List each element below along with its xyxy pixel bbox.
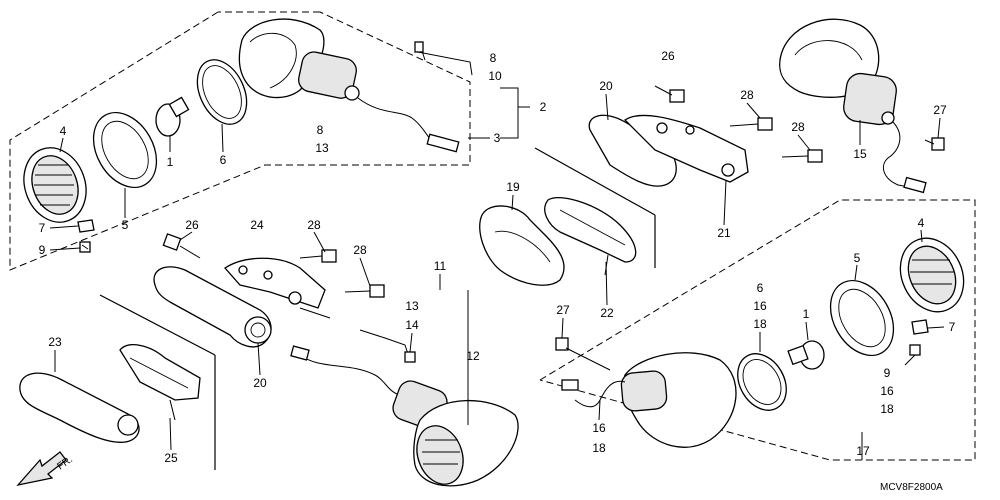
- label-5: 5: [122, 218, 129, 232]
- lens-4-left: [23, 147, 87, 223]
- label-6: 6: [220, 153, 227, 167]
- label-22: 22: [600, 306, 614, 320]
- lower-right-turn-signal: [555, 237, 965, 448]
- label-13: 13: [315, 141, 329, 155]
- label-6: 6: [757, 281, 764, 295]
- housing-8-13-left: [238, 18, 460, 153]
- label-7: 7: [949, 320, 956, 334]
- bulb-1-left: [155, 96, 190, 137]
- label-16: 16: [880, 384, 894, 398]
- label-23: 23: [48, 335, 62, 349]
- label-3: 3: [494, 131, 501, 145]
- label-28: 28: [307, 218, 321, 232]
- upper-right-stay: [588, 85, 823, 187]
- gasket-6-left: [196, 59, 248, 125]
- screw-7-9-left: [77, 219, 95, 253]
- label-18: 18: [880, 402, 894, 416]
- label-21: 21: [717, 226, 731, 240]
- label-8: 8: [317, 123, 324, 137]
- rim-5-left: [92, 111, 158, 189]
- label-15: 15: [853, 147, 867, 161]
- label-12: 12: [466, 349, 480, 363]
- part-labels: 4 5 1 6 7 9 8 10 8 13 2 3 26 24 28 28 20…: [39, 49, 956, 493]
- label-11: 11: [434, 259, 447, 273]
- lower-left-stay: [19, 233, 385, 443]
- label-17: 17: [856, 444, 870, 458]
- diagram-code: MCV8F2800A: [880, 482, 943, 493]
- label-26: 26: [661, 49, 675, 63]
- leader-lines: [49, 93, 945, 451]
- label-2: 2: [540, 100, 547, 114]
- label-28: 28: [791, 120, 805, 134]
- label-18: 18: [753, 317, 767, 331]
- label-13: 13: [405, 299, 419, 313]
- label-18: 18: [592, 441, 606, 455]
- label-27: 27: [933, 103, 947, 117]
- group-outlines: [9, 11, 976, 470]
- label-26: 26: [185, 218, 199, 232]
- lower-middle-turn-signal: [290, 290, 519, 487]
- label-20: 20: [253, 376, 267, 390]
- label-4: 4: [60, 124, 67, 138]
- label-27: 27: [556, 303, 570, 317]
- label-14: 14: [405, 318, 419, 332]
- label-20: 20: [599, 79, 613, 93]
- label-16: 16: [592, 421, 606, 435]
- middle-brackets: [479, 196, 637, 286]
- label-8: 8: [490, 51, 497, 65]
- label-4: 4: [918, 216, 925, 230]
- front-direction-arrow: FR.: [16, 451, 75, 487]
- label-24: 24: [250, 218, 264, 232]
- label-1: 1: [803, 307, 810, 321]
- label-28: 28: [353, 243, 367, 257]
- label-9: 9: [39, 243, 46, 257]
- label-19: 19: [506, 180, 520, 194]
- label-7: 7: [39, 221, 46, 235]
- label-5: 5: [854, 251, 861, 265]
- label-9: 9: [884, 366, 891, 380]
- label-28: 28: [740, 88, 754, 102]
- label-10: 10: [488, 69, 502, 83]
- upper-left-turn-signal: [23, 18, 473, 253]
- label-1: 1: [167, 155, 174, 169]
- clip-8-10: [414, 41, 473, 76]
- label-25: 25: [164, 451, 178, 465]
- upper-right-turn-signal: [779, 18, 945, 194]
- label-16: 16: [753, 299, 767, 313]
